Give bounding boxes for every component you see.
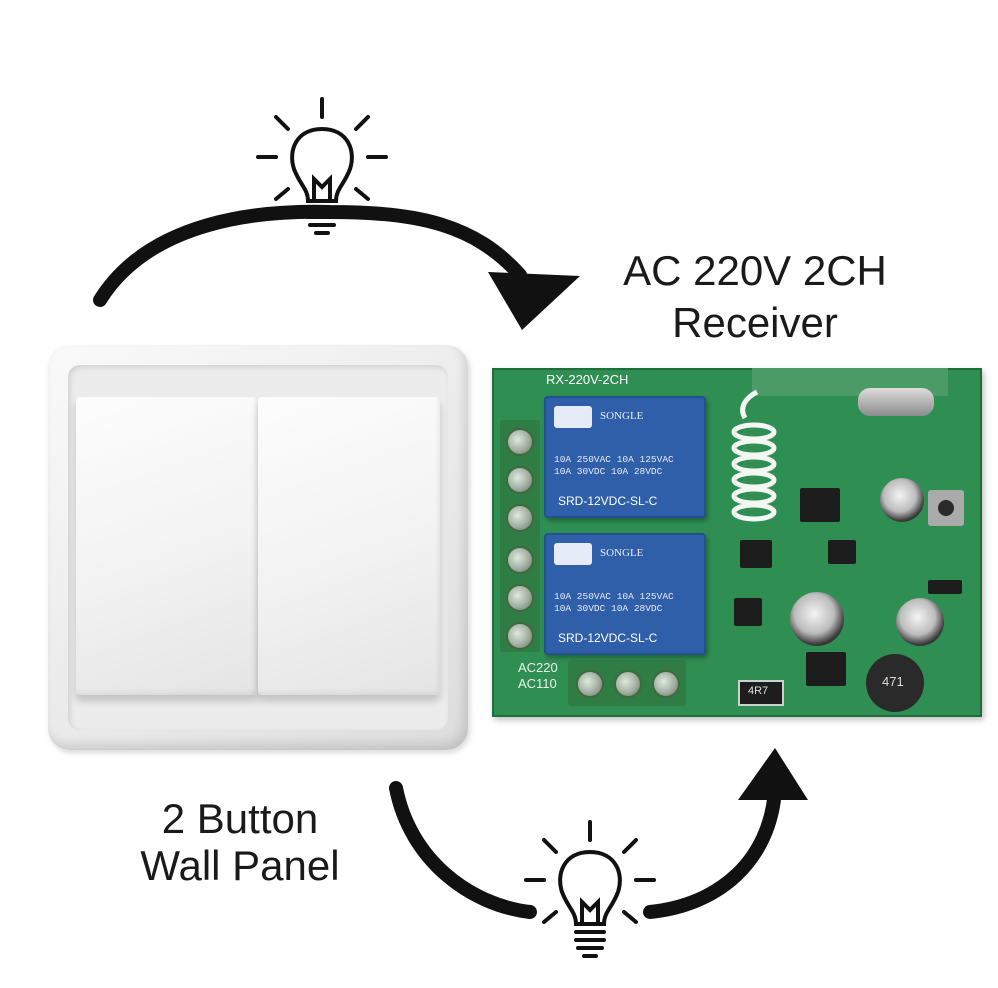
wall-button-right[interactable] (258, 397, 440, 695)
ic-chip (800, 488, 840, 522)
screw-terminal (576, 670, 604, 698)
bottom-arrow-path (389, 781, 782, 919)
diode (928, 580, 962, 594)
ac-label-110: AC110 (518, 675, 557, 691)
screw-terminal (506, 622, 534, 650)
relay-model: SRD-12VDC-SL-C (558, 631, 658, 645)
bottom-arrow-head (738, 748, 808, 800)
crystal-oscillator (858, 388, 934, 416)
relay-brand: SONGLE (600, 410, 644, 422)
lightbulb-icon (524, 820, 656, 958)
ac-label: AC220 AC110 (518, 660, 558, 691)
relay-specs: 10A 250VAC 10A 125VAC 10A 30VDC 10A 28VD… (554, 591, 674, 615)
inductor-label: 471 (882, 674, 904, 689)
lightbulb-icon (256, 97, 388, 235)
terminal-block-left (500, 420, 540, 652)
screw-terminal (652, 670, 680, 698)
relay-2: SONGLE 10A 250VAC 10A 125VAC 10A 30VDC 1… (544, 533, 706, 655)
ic-chip (806, 652, 846, 686)
relay-model: SRD-12VDC-SL-C (558, 494, 658, 508)
receiver-subtitle: Receiver (672, 299, 838, 346)
ic-chip (734, 598, 762, 626)
cqc-logo-icon (554, 406, 592, 428)
relay-1: SONGLE 10A 250VAC 10A 125VAC 10A 30VDC 1… (544, 396, 706, 518)
receiver-title: AC 220V 2CH (623, 247, 887, 294)
screw-terminal (506, 466, 534, 494)
inductor: 471 (866, 654, 924, 712)
wall-button-left[interactable] (76, 397, 258, 695)
top-arrow-path (93, 204, 527, 307)
relay-spec-line: 10A 250VAC 10A 125VAC (554, 591, 674, 602)
screw-terminal (506, 504, 534, 532)
wall-panel (48, 345, 468, 750)
capacitor (790, 592, 844, 646)
learn-button[interactable] (928, 490, 964, 526)
ic-chip (828, 540, 856, 564)
ac-label-220: AC220 (518, 660, 558, 675)
resistor-label: 4R7 (748, 685, 769, 697)
screw-terminal (506, 546, 534, 574)
relay-brand: SONGLE (600, 547, 644, 559)
relay-specs: 10A 250VAC 10A 125VAC 10A 30VDC 10A 28VD… (554, 454, 674, 478)
screw-terminal (506, 584, 534, 612)
resistor: 4R7 (738, 680, 784, 706)
top-arrow-head (488, 272, 580, 330)
screw-terminal (614, 670, 642, 698)
cqc-logo-icon (554, 543, 592, 565)
capacitor (896, 598, 944, 646)
screw-terminal (506, 428, 534, 456)
relay-spec-line: 10A 30VDC 10A 28VDC (554, 602, 663, 614)
relay-spec-line: 10A 250VAC 10A 125VAC (554, 454, 674, 465)
panel-title: 2 Button (161, 795, 319, 842)
capacitor (880, 478, 924, 522)
ic-chip (740, 540, 772, 568)
antenna-coil-icon (731, 389, 777, 522)
relay-spec-line: 10A 30VDC 10A 28VDC (554, 465, 663, 477)
board-label: RX-220V-2CH (546, 372, 629, 387)
panel-subtitle: Wall Panel (140, 842, 340, 889)
